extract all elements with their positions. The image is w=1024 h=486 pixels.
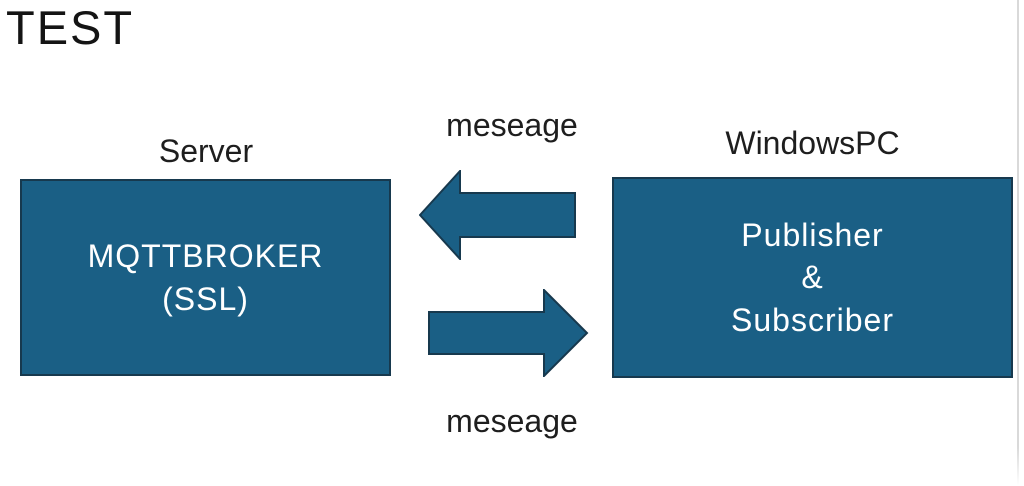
- server-node-label: Server: [158, 133, 254, 169]
- server-node-line: MQTTBROKER: [87, 237, 324, 274]
- message-label-bottom: meseage: [446, 403, 578, 439]
- windowspc-node-line: &: [801, 259, 824, 296]
- server-node-line: (SSL): [162, 280, 249, 317]
- windowspc-node: Publisher & Subscriber: [612, 177, 1013, 378]
- message-label-top: meseage: [446, 107, 578, 143]
- page-edge-line: [1017, 0, 1019, 486]
- windowspc-node-label: WindowsPC: [725, 125, 900, 161]
- arrow-left-icon: [419, 170, 576, 260]
- arrow-right-icon: [428, 289, 589, 377]
- page-title: TEST: [6, 1, 135, 54]
- windowspc-node-line: Subscriber: [731, 301, 894, 338]
- server-node: MQTTBROKER (SSL): [20, 179, 391, 376]
- windowspc-node-line: Publisher: [741, 216, 884, 253]
